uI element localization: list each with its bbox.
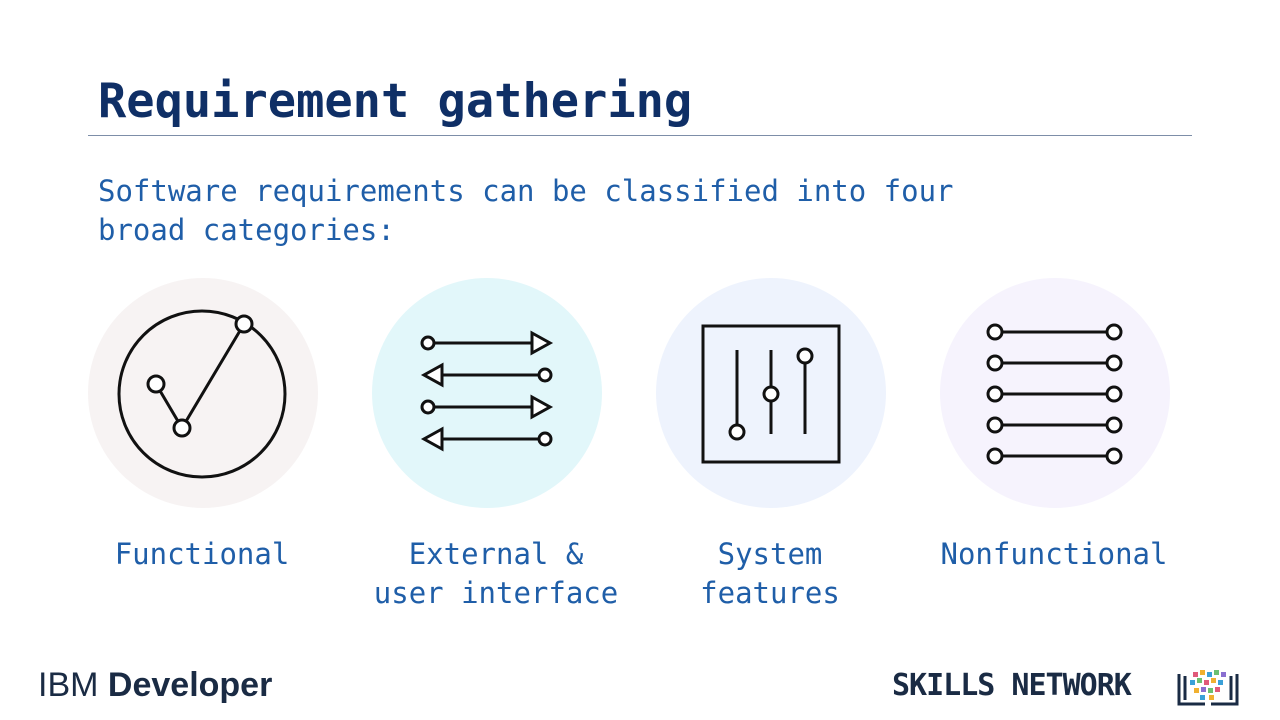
subtitle-line-2: broad categories: [98,213,395,247]
category-external-background [372,278,602,508]
category-label-functional: Functional [114,537,290,571]
category-label-system: System features [700,537,840,610]
slide-title: Requirement gathering [98,74,693,129]
category-label-nonfunctional: Nonfunctional [940,537,1168,571]
slide-subtitle: Software requirements can be classified … [98,172,1098,250]
bidirectional-arrows-icon [420,330,554,452]
sliders-icon [701,324,841,464]
list-lines-icon [986,323,1123,465]
title-divider [88,135,1192,136]
category-label-external: External & user interface [373,537,619,610]
subtitle-line-1: Software requirements can be classified … [98,174,954,208]
checkmark-circle-icon [117,309,287,479]
skills-network-logo-text: SKILLS NETWORK [892,668,1132,703]
ibm-developer-logo: IBM Developer [38,666,273,704]
skills-network-book-icon [1177,670,1239,706]
